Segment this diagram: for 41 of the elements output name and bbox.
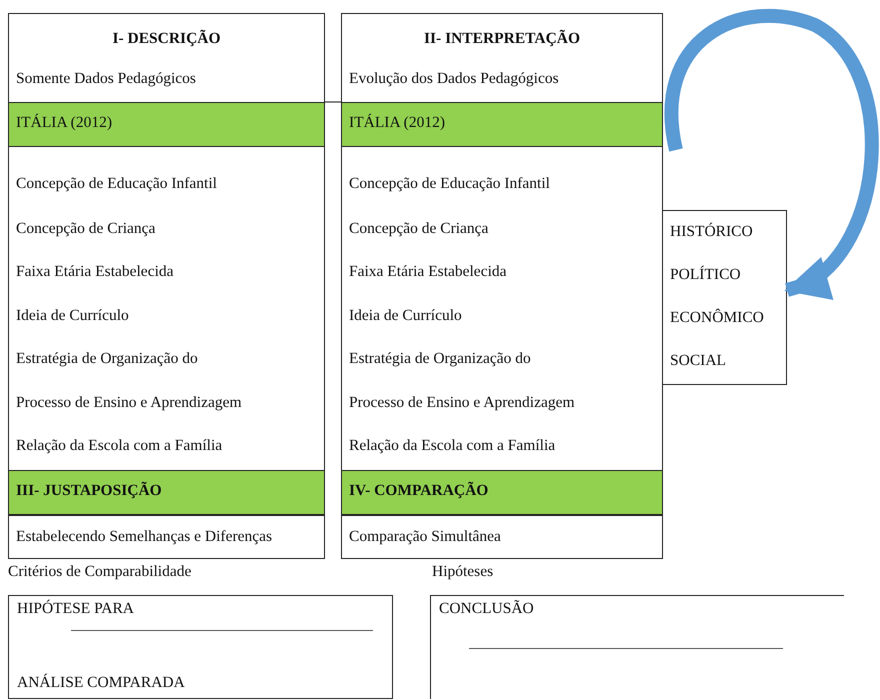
list-item: Estratégia de Organização do Processo de Ensino e Aprendizagem <box>16 349 243 413</box>
list-item: Ideia de Currículo <box>16 307 129 325</box>
cell-text: Estabelecendo Semelhanças e Diferenças <box>16 528 272 546</box>
cell-text: Evolução dos Dados Pedagógicos <box>349 70 559 88</box>
cell-text: ITÁLIA (2012) <box>349 114 445 132</box>
section-heading: IV- COMPARAÇÃO <box>349 482 488 500</box>
cell-text: CONCLUSÃO <box>439 600 534 618</box>
list-item: POLÍTICO <box>670 266 741 284</box>
list-item: Relação da Escola com a Família <box>349 437 556 455</box>
list-item: Concepção de Educação Infantil <box>16 175 217 193</box>
section-heading: II- INTERPRETAÇÃO <box>422 30 582 48</box>
curved-arrow <box>664 9 878 300</box>
list-item: SOCIAL <box>670 352 726 370</box>
list-item: Concepção de Criança <box>16 220 156 238</box>
heading-band <box>342 102 662 147</box>
cell-text: HIPÓTESE PARA <box>17 600 134 618</box>
list-item: Concepção de Educação Infantil <box>349 175 550 193</box>
list-item: Faixa Etária Estabelecida <box>349 263 507 281</box>
list-item: Estratégia de Organização do Processo de Ensino e Aprendizagem <box>349 349 576 413</box>
list-item: ECONÔMICO <box>670 309 764 327</box>
heading-band <box>9 470 324 515</box>
table-column <box>341 13 663 559</box>
caption-text: Critérios de Comparabilidade <box>8 563 192 581</box>
cell-text: Somente Dados Pedagógicos <box>16 70 196 88</box>
caption-text: Hipóteses <box>432 563 494 581</box>
section-heading: III- JUSTAPOSIÇÃO <box>16 482 162 500</box>
list-item: Faixa Etária Estabelecida <box>16 263 174 281</box>
section-heading: I- DESCRIÇÃO <box>111 30 222 48</box>
list-item: Concepção de Criança <box>349 220 488 238</box>
list-item: HISTÓRICO <box>670 223 753 241</box>
heading-band <box>342 470 662 515</box>
cell-text: Comparação Simultânea <box>349 528 501 546</box>
context-box <box>662 210 787 385</box>
heading-band <box>9 102 324 147</box>
table-column <box>8 13 325 559</box>
cell-text: ITÁLIA (2012) <box>16 114 112 132</box>
conclusion-box <box>430 595 844 699</box>
cell-text: ANÁLISE COMPARADA <box>17 674 185 692</box>
list-item: Relação da Escola com a Família <box>16 437 222 455</box>
hypothesis-box <box>8 595 393 699</box>
list-item: Ideia de Currículo <box>349 307 462 325</box>
